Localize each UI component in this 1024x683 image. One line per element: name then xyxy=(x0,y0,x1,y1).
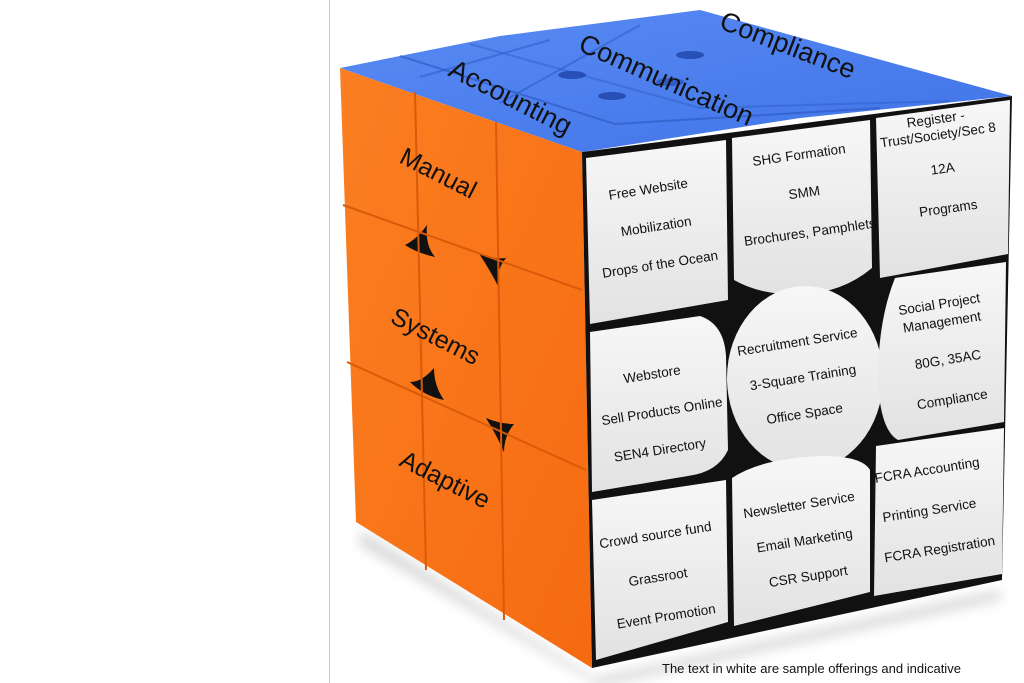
left-gap xyxy=(410,368,444,400)
top-gap xyxy=(598,92,626,100)
left-gap xyxy=(405,225,435,257)
sticker-r1c2 xyxy=(732,120,872,295)
sticker-r2c2 xyxy=(727,286,883,470)
left-seam xyxy=(342,204,583,291)
top-gap xyxy=(558,71,586,79)
left-gap xyxy=(486,418,514,452)
sticker-r1c1 xyxy=(586,140,728,324)
left-panel-divider xyxy=(329,0,330,683)
top-seam xyxy=(419,39,551,78)
left-seam xyxy=(414,91,427,571)
left-seam xyxy=(346,361,587,471)
left-face: Manual Systems Adaptive xyxy=(340,68,592,668)
left-seam xyxy=(495,121,505,621)
right-face: Free Website Mobilization Drops of the O… xyxy=(582,96,1012,668)
sticker-r2c1 xyxy=(590,316,728,492)
top-seam xyxy=(469,43,951,110)
left-face-base xyxy=(340,68,592,668)
sticker-r2c3 xyxy=(878,262,1006,440)
top-seam xyxy=(499,24,641,104)
sticker-r3c1 xyxy=(592,480,728,660)
cell-text: SMM xyxy=(788,183,821,202)
sticker-r3c3 xyxy=(874,428,1004,596)
footnote: The text in white are sample offerings a… xyxy=(662,661,961,676)
top-seam xyxy=(399,55,881,126)
sticker-r1c3 xyxy=(876,100,1010,278)
sticker-r3c2 xyxy=(732,456,870,626)
top-gap xyxy=(656,78,684,86)
cell-text: 12A xyxy=(930,160,956,178)
top-gap xyxy=(676,51,704,59)
